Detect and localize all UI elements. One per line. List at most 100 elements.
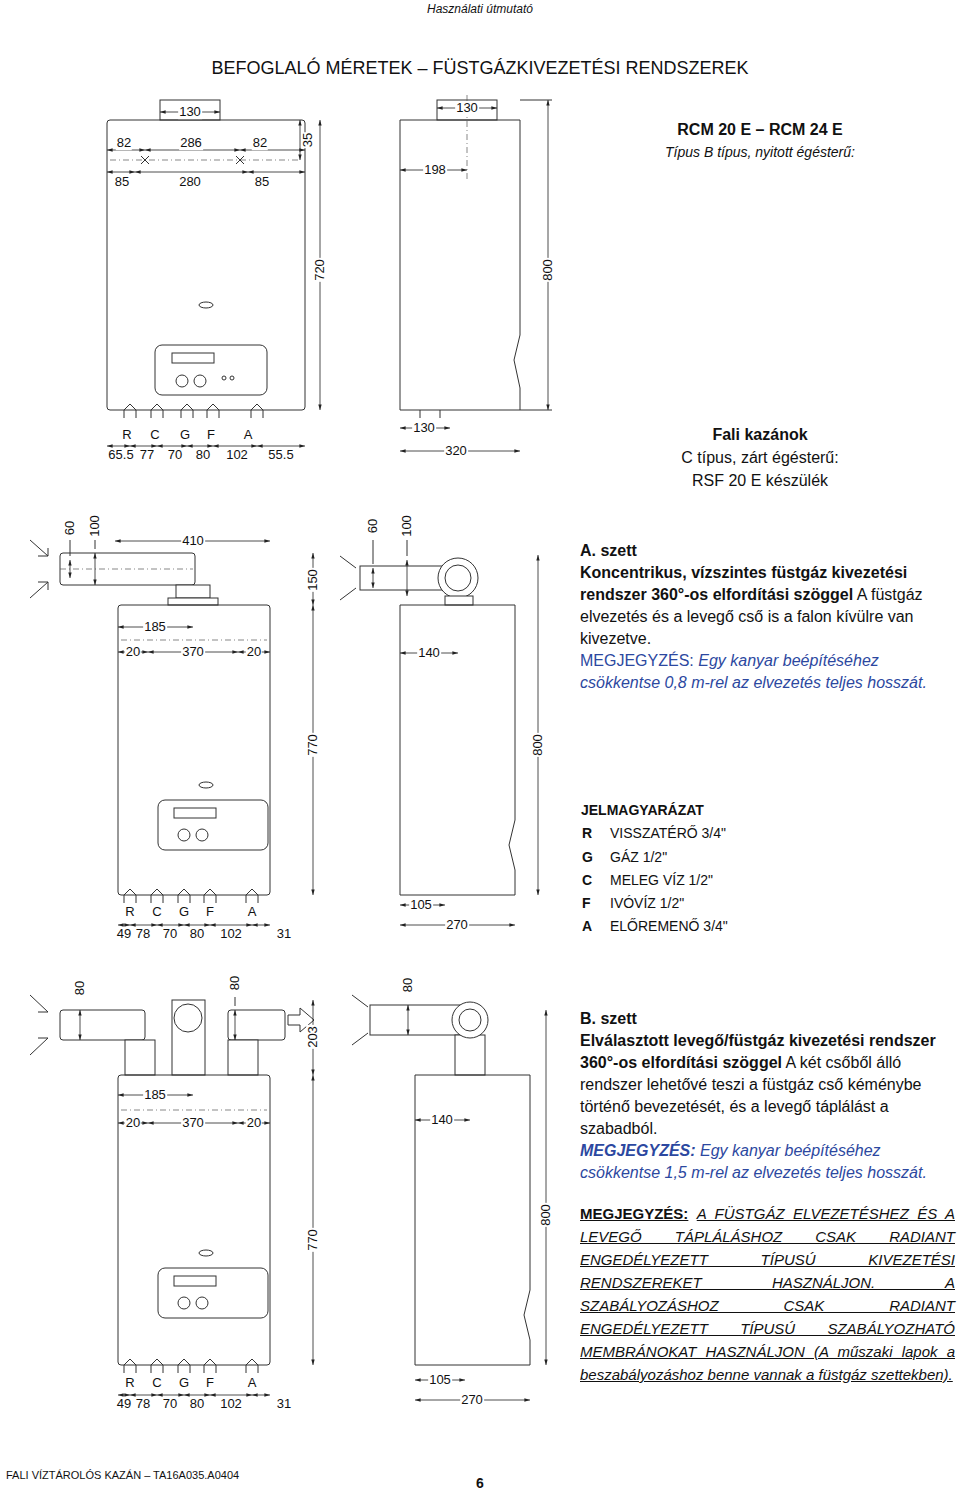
- dimension-value: 198: [423, 163, 447, 177]
- dimension-value: 60: [63, 520, 77, 536]
- dimension-value: 55.5: [267, 448, 294, 462]
- dimension-value: 320: [444, 444, 468, 458]
- dimension-value: 185: [143, 620, 167, 634]
- dimension-value: 185: [143, 1088, 167, 1102]
- dimension-value: 49: [116, 927, 132, 941]
- connection-letter: F: [205, 1376, 215, 1390]
- dimension-value: 800: [541, 258, 555, 282]
- connection-letter: G: [178, 1376, 190, 1390]
- connection-letter: G: [179, 428, 191, 442]
- dimension-value: 20: [125, 645, 141, 659]
- page-footer: FALI VÍZTÁROLÓS KAZÁN – TA16A035.A0404: [5, 1470, 240, 1482]
- dimension-value: 370: [181, 1116, 205, 1130]
- dimension-value: 31: [276, 1397, 292, 1411]
- dimension-value: 770: [306, 1228, 320, 1252]
- dimension-value: 80: [228, 975, 242, 991]
- dimension-value: 720: [313, 258, 327, 282]
- page-header: Használati útmutató: [426, 3, 534, 16]
- dimension-value: 203: [306, 1025, 320, 1049]
- dimension-value: 140: [417, 646, 441, 660]
- dimension-value: 130: [178, 105, 202, 119]
- dimension-value: 85: [114, 175, 130, 189]
- connection-letter: A: [247, 1376, 258, 1390]
- connection-letter: C: [149, 428, 160, 442]
- dimension-value: 130: [455, 101, 479, 115]
- legend-text: IVÓVÍZ 1/2": [609, 896, 685, 911]
- dimension-value: 80: [189, 927, 205, 941]
- dimension-value: 77: [139, 448, 155, 462]
- connection-letter: A: [247, 905, 258, 919]
- note-text: A FÜSTGÁZ ELVEZETÉSHEZ ÉS A LEVEGŐ TÁPLÁ…: [580, 1205, 955, 1383]
- dimension-value: 65.5: [107, 448, 134, 462]
- model-heading: RCM 20 E – RCM 24 E: [676, 122, 843, 139]
- dimension-value: 82: [116, 136, 132, 150]
- dimension-value: 100: [88, 514, 102, 538]
- dimension-value: 78: [135, 1397, 151, 1411]
- model-subheading: RSF 20 E készülék: [691, 473, 829, 490]
- dimension-value: 410: [181, 534, 205, 548]
- note-label: MEGJEGYZÉS:: [580, 1142, 696, 1159]
- note-paragraph: A. szettKoncentrikus, vízszintes füstgáz…: [580, 540, 955, 694]
- dimension-value: 31: [276, 927, 292, 941]
- connection-letter: A: [243, 428, 254, 442]
- legend-text: VISSZATÉRŐ 3/4": [609, 826, 727, 841]
- dimension-value: 80: [401, 977, 415, 993]
- dimension-value: 80: [195, 448, 211, 462]
- page-title: BEFOGLALÓ MÉRETEK – FÜSTGÁZKIVEZETÉSI RE…: [211, 58, 748, 79]
- connection-letter: F: [206, 428, 216, 442]
- dimension-value: 35: [301, 132, 315, 148]
- model-heading: Fali kazánok: [711, 427, 808, 444]
- connection-letter: R: [124, 905, 135, 919]
- connection-letter: G: [178, 905, 190, 919]
- dimension-value: 770: [306, 733, 320, 757]
- dimension-value: 49: [116, 1397, 132, 1411]
- connection-letter: A: [581, 919, 593, 934]
- legend-text: ELŐREMENŐ 3/4": [609, 919, 729, 934]
- legend-heading: JELMAGYARÁZAT: [580, 803, 705, 818]
- dimension-value: 100: [400, 514, 414, 538]
- dimension-value: 20: [246, 1116, 262, 1130]
- dimension-value: 105: [428, 1373, 452, 1387]
- dimension-value: 370: [181, 645, 205, 659]
- dimension-value: 78: [135, 927, 151, 941]
- dimension-value: 286: [179, 136, 203, 150]
- model-subheading: C típus, zárt égésterű:: [680, 450, 839, 467]
- dimension-value: 140: [430, 1113, 454, 1127]
- dimension-value: 102: [219, 927, 243, 941]
- note-label: MEGJEGYZÉS:: [580, 652, 694, 669]
- dimension-value: 270: [460, 1393, 484, 1407]
- connection-letter: F: [205, 905, 215, 919]
- dimension-value: 800: [531, 733, 545, 757]
- note-paragraph: MEGJEGYZÉS: A FÜSTGÁZ ELVEZETÉSHEZ ÉS A …: [580, 1202, 955, 1386]
- dimension-value: 270: [445, 918, 469, 932]
- dimension-value: 70: [167, 448, 183, 462]
- dimension-value: 82: [252, 136, 268, 150]
- dimension-value: 102: [225, 448, 249, 462]
- connection-letter: F: [581, 896, 592, 911]
- note-label: MEGJEGYZÉS:: [580, 1205, 688, 1222]
- dimension-value: 130: [412, 421, 436, 435]
- dimension-value: 70: [162, 1397, 178, 1411]
- connection-letter: C: [151, 905, 162, 919]
- set-heading: B. szett: [580, 1010, 637, 1027]
- connection-letter: G: [581, 850, 594, 865]
- page-number: 6: [475, 1476, 485, 1491]
- dimension-value: 150: [306, 568, 320, 592]
- dimension-value: 70: [162, 927, 178, 941]
- dimension-value: 280: [178, 175, 202, 189]
- dimension-value: 85: [254, 175, 270, 189]
- dimension-value: 20: [125, 1116, 141, 1130]
- dimension-value: 80: [189, 1397, 205, 1411]
- dimension-value: 800: [539, 1203, 553, 1227]
- dimension-value: 80: [73, 980, 87, 996]
- connection-letter: C: [581, 873, 593, 888]
- connection-letter: R: [581, 826, 593, 841]
- connection-letter: R: [124, 1376, 135, 1390]
- note-paragraph: B. szettElválasztott levegő/füstgáz kive…: [580, 1008, 955, 1184]
- connection-letter: R: [121, 428, 132, 442]
- dimension-value: 102: [219, 1397, 243, 1411]
- dimension-value: 60: [366, 518, 380, 534]
- dimension-value: 20: [246, 645, 262, 659]
